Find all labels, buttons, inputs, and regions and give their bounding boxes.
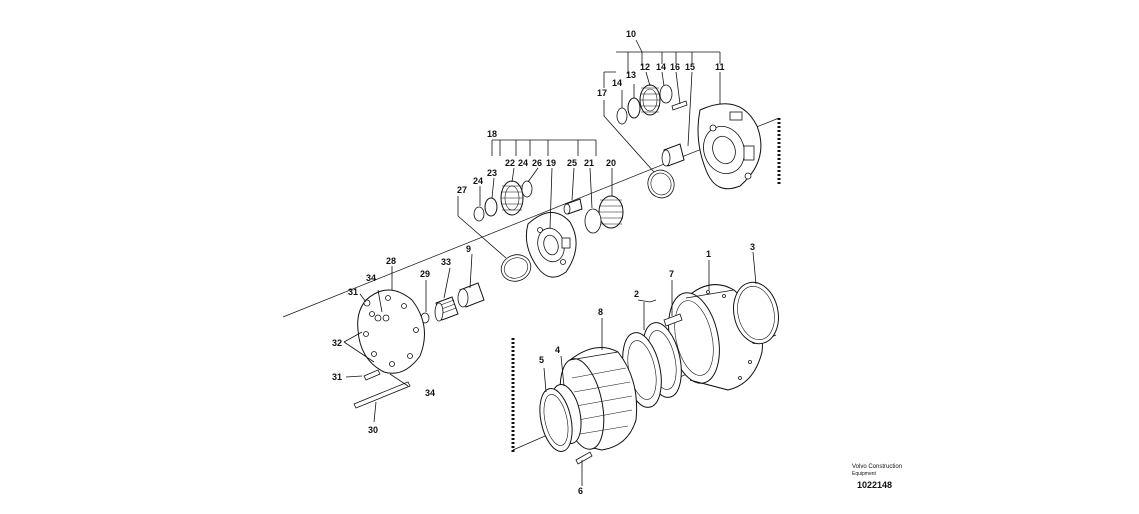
figure-id: 1022148: [857, 480, 892, 490]
part-14-washer-b: [616, 107, 628, 125]
lower-assembly: [511, 281, 779, 465]
part-16-pin: [671, 100, 688, 111]
leader-lines: [343, 39, 757, 486]
callout-24-a: 24: [518, 158, 528, 168]
callout-29: 29: [420, 269, 430, 279]
part-12-gear: [639, 84, 661, 116]
part-6-screw: [575, 451, 593, 465]
part-28-cover: [357, 289, 425, 374]
part-26-washer: [521, 180, 533, 198]
part-11-carrier: [697, 103, 762, 190]
part-13-bearing: [627, 97, 641, 119]
part-27-ring: [500, 254, 532, 282]
part-15-pin: [661, 143, 685, 167]
callout-31-b: 31: [332, 372, 342, 382]
part-25-pin: [563, 198, 583, 215]
callout-31-a: 31: [348, 287, 358, 297]
callout-3: 3: [750, 242, 755, 252]
callout-10: 10: [626, 29, 636, 39]
callout-8: 8: [598, 307, 603, 317]
footer-brand: Volvo Construction: [852, 464, 902, 470]
callout-28: 28: [386, 256, 396, 266]
callout-14-a: 14: [656, 62, 666, 72]
callout-9: 9: [466, 244, 471, 254]
part-23-bearing: [484, 197, 498, 217]
callout-27: 27: [457, 185, 467, 195]
part-22-gear: [500, 180, 524, 216]
callout-16: 16: [670, 62, 680, 72]
callout-1: 1: [706, 249, 711, 259]
part-24-washer: [473, 206, 485, 222]
footer: Volvo Construction Equipment 1022148: [852, 464, 902, 490]
callout-30: 30: [368, 425, 378, 435]
footer-brand-sub: Equipment: [852, 471, 877, 477]
part-30-bolt: [353, 381, 411, 409]
part-33-coupling: [434, 296, 459, 322]
callout-24-b: 24: [473, 176, 483, 186]
callout-5: 5: [539, 355, 544, 365]
callout-18: 18: [487, 129, 497, 139]
callout-15: 15: [685, 62, 695, 72]
callout-23: 23: [487, 168, 497, 178]
part-5-seal: [539, 388, 573, 452]
callout-6: 6: [578, 486, 583, 496]
part-17-ring: [647, 169, 675, 199]
part-8-drum: [559, 347, 638, 451]
callout-20: 20: [606, 158, 616, 168]
callout-17: 17: [597, 88, 607, 98]
part-19-carrier: [525, 212, 577, 278]
part-20-sun-gear: [598, 195, 624, 229]
callout-19: 19: [546, 158, 556, 168]
callout-4: 4: [555, 345, 560, 355]
callout-32: 32: [332, 338, 342, 348]
callout-26: 26: [532, 158, 542, 168]
callout-21: 21: [584, 158, 594, 168]
callout-14-b: 14: [612, 78, 622, 88]
callout-25: 25: [567, 158, 577, 168]
callout-2: 2: [634, 289, 639, 299]
part-9-bearing: [457, 282, 485, 308]
callout-labels: 10 11 12 13 14 14 15 16 17 18 19 20 21 2…: [332, 29, 755, 496]
callout-11: 11: [715, 62, 725, 72]
callout-34-b: 34: [425, 388, 435, 398]
upper-center-axis: [282, 117, 780, 318]
callout-12: 12: [640, 62, 650, 72]
upper-assembly: [282, 84, 781, 409]
part-3-ring: [733, 281, 779, 345]
callout-33: 33: [441, 257, 451, 267]
callout-7: 7: [669, 269, 674, 279]
callout-22: 22: [505, 158, 515, 168]
part-31-plug-b: [363, 369, 381, 381]
callout-13: 13: [626, 70, 636, 80]
part-21-ring: [584, 208, 602, 234]
part-7-pin: [663, 313, 683, 327]
callout-34-a: 34: [366, 273, 376, 283]
part-14-washer-a: [659, 84, 673, 104]
